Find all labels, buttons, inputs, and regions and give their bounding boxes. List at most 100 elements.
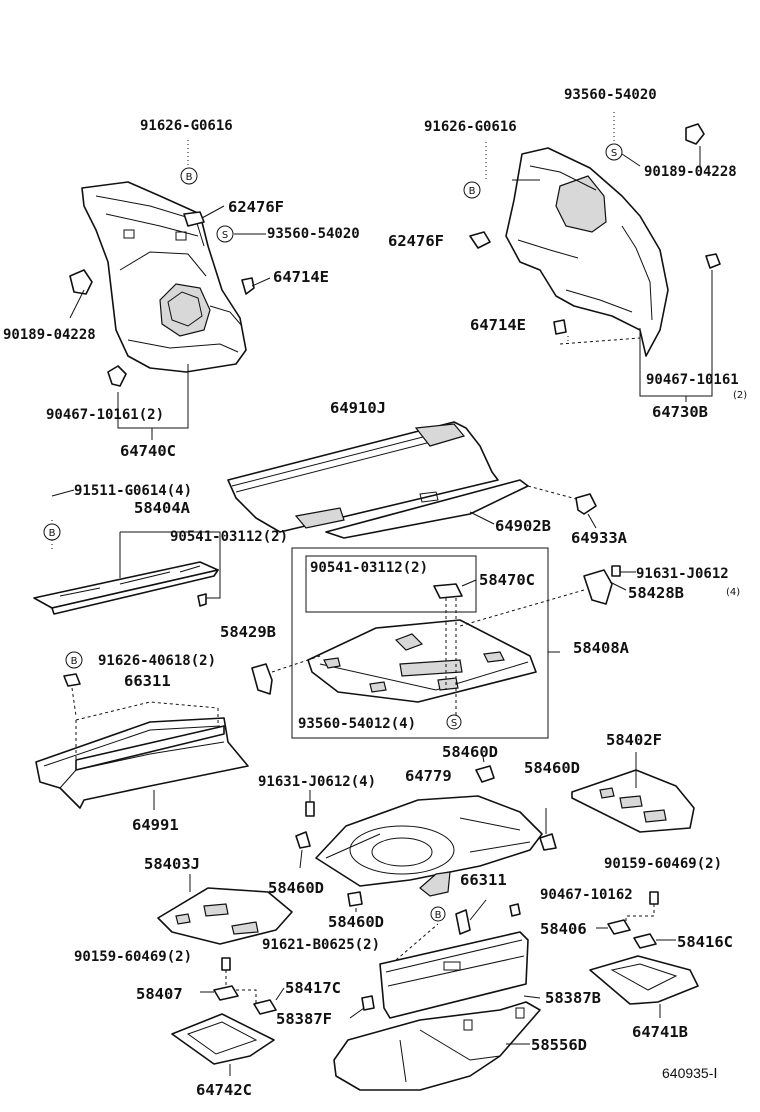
label-58429B: 58429B bbox=[220, 623, 276, 641]
label-93560-54020-top: 93560-54020 bbox=[564, 87, 657, 103]
bottom-right-parts-group bbox=[589, 891, 699, 1018]
fastener-90541-03112-a bbox=[197, 593, 207, 607]
label-64740C: 64740C bbox=[120, 442, 176, 460]
label-90541-03112-b: 90541-03112(2) bbox=[310, 560, 428, 576]
clip-62476F-left bbox=[183, 211, 205, 227]
label-91631-J0612-mid: 91631-J0612(4) bbox=[258, 774, 376, 790]
symbol-b: B bbox=[49, 528, 56, 539]
label-90467-10161-right-qty: (2) bbox=[733, 390, 747, 401]
label-91631-J0612-right-qty: (4) bbox=[726, 587, 740, 598]
symbol-b: B bbox=[71, 656, 78, 667]
side-board-58403J bbox=[157, 887, 293, 945]
spare-cover-group bbox=[295, 751, 557, 912]
label-58407: 58407 bbox=[136, 985, 183, 1003]
right-quarter-speaker-recess bbox=[555, 175, 607, 233]
label-64779: 64779 bbox=[405, 767, 452, 785]
bracket-58417C bbox=[253, 999, 277, 1015]
label-62476F-right: 62476F bbox=[388, 232, 444, 250]
clip-58460D-a bbox=[295, 831, 311, 849]
label-64714E-right: 64714E bbox=[470, 316, 526, 334]
label-93560-54012: 93560-54012(4) bbox=[298, 716, 416, 732]
symbol-s: S bbox=[451, 718, 457, 729]
fastener-90467-10161-left bbox=[107, 365, 127, 387]
label-58460D-b: 58460D bbox=[524, 759, 580, 777]
right-quarter-trim-group bbox=[469, 112, 721, 402]
label-91626-40618: 91626-40618(2) bbox=[98, 653, 216, 669]
clip-58460D-d bbox=[539, 833, 557, 851]
floor-board-assy-group: S bbox=[251, 547, 636, 739]
clip-58460D-c bbox=[475, 765, 495, 783]
label-90189-04228-right: 90189-04228 bbox=[644, 164, 737, 180]
bracket-58407 bbox=[213, 985, 239, 1001]
label-58460D-c: 58460D bbox=[268, 879, 324, 897]
part-labels: 91626-G0616 91626-G0616 93560-54020 9356… bbox=[3, 87, 747, 1099]
bracket-58416C bbox=[633, 933, 657, 949]
assy-box-58408A bbox=[291, 547, 549, 739]
tonneau-cover bbox=[227, 421, 499, 533]
label-58408A: 58408A bbox=[573, 639, 630, 657]
label-64933A: 64933A bbox=[571, 529, 628, 547]
fastener-90159-60469-left bbox=[221, 957, 231, 971]
label-64714E-left: 64714E bbox=[273, 268, 329, 286]
tonneau-cover-group bbox=[227, 421, 597, 539]
label-58460D-a: 58460D bbox=[442, 743, 498, 761]
label-58387F: 58387F bbox=[276, 1010, 332, 1028]
clip-58460D-b bbox=[347, 891, 363, 907]
clip-64933A bbox=[575, 493, 597, 515]
label-64742C: 64742C bbox=[196, 1081, 252, 1099]
symbol-b: B bbox=[469, 186, 476, 197]
bracket-64741B bbox=[589, 955, 699, 1005]
left-quarter-trim-group bbox=[69, 140, 271, 440]
label-91631-J0612-right: 91631-J0612 bbox=[636, 566, 729, 582]
label-62476F-left: 62476F bbox=[228, 198, 284, 216]
symbol-s: S bbox=[611, 148, 617, 159]
board-58403J-group bbox=[157, 874, 293, 945]
label-90467-10161-right: 90467-10161 bbox=[646, 372, 739, 388]
label-90467-10161-left: 90467-10161(2) bbox=[46, 407, 164, 423]
label-90467-10162: 90467-10162 bbox=[540, 887, 633, 903]
tray-64991-group bbox=[35, 673, 249, 810]
label-91626-G0616-right: 91626-G0616 bbox=[424, 119, 517, 135]
symbol-s: S bbox=[222, 230, 228, 241]
panel-58387B bbox=[379, 931, 529, 1019]
clip-62476F-right bbox=[469, 231, 491, 249]
fastener-64714E-left bbox=[241, 277, 255, 295]
fastener-91631-J0612-mid bbox=[305, 801, 315, 817]
label-66311-b: 66311 bbox=[460, 871, 507, 889]
label-64910J: 64910J bbox=[330, 399, 386, 417]
label-66311-a: 66311 bbox=[124, 672, 171, 690]
label-58556D: 58556D bbox=[531, 1036, 587, 1054]
tray-lip bbox=[75, 725, 225, 771]
floor-board-58408A bbox=[307, 619, 537, 703]
cover-58470C bbox=[433, 583, 463, 599]
symbol-b: B bbox=[435, 910, 442, 921]
left-quarter-speaker-recess bbox=[159, 283, 211, 337]
label-64741B: 64741B bbox=[632, 1023, 688, 1041]
label-90159-60469-left: 90159-60469(2) bbox=[74, 949, 192, 965]
label-90159-60469-right: 90159-60469(2) bbox=[604, 856, 722, 872]
assy-box-58470C bbox=[305, 555, 477, 613]
label-58470C: 58470C bbox=[479, 571, 535, 589]
label-58417C: 58417C bbox=[285, 979, 341, 997]
clip-90189-04228-right bbox=[685, 123, 705, 145]
label-91626-G0616-left: 91626-G0616 bbox=[140, 118, 233, 134]
label-90541-03112-a: 90541-03112(2) bbox=[170, 529, 288, 545]
label-58404A: 58404A bbox=[134, 499, 191, 517]
bottom-left-parts-group bbox=[171, 957, 375, 1076]
right-quarter-trim-panel bbox=[505, 147, 669, 357]
label-64730B: 64730B bbox=[652, 403, 708, 421]
tonneau-rail-64902B bbox=[325, 479, 529, 539]
label-58416C: 58416C bbox=[677, 933, 733, 951]
label-58460D-d: 58460D bbox=[328, 913, 384, 931]
label-58403J: 58403J bbox=[144, 855, 200, 873]
symbol-b: B bbox=[186, 172, 193, 183]
label-58402F: 58402F bbox=[606, 731, 662, 749]
label-58428B: 58428B bbox=[628, 584, 684, 602]
fastener-64714E-right bbox=[553, 319, 567, 335]
bottom-center-panels-group: B bbox=[333, 899, 541, 1091]
symbols-group: B S B S B B bbox=[43, 143, 623, 669]
bracket-58428B bbox=[583, 569, 613, 605]
bracket-64742C bbox=[171, 1013, 275, 1065]
fastener-58387F bbox=[361, 995, 375, 1011]
